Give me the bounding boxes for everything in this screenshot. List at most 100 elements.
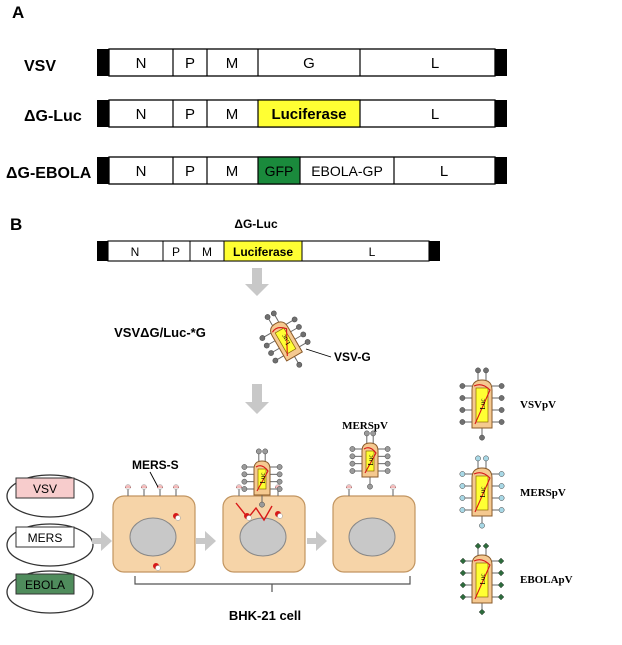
mers-s-spike xyxy=(157,484,163,496)
luc-glyph: Luc xyxy=(479,487,487,498)
spike xyxy=(479,428,485,441)
gene-p: P xyxy=(185,55,195,72)
spike xyxy=(459,395,472,401)
spike xyxy=(492,593,505,601)
row-dg-luc-name: ΔG-Luc xyxy=(24,108,82,125)
spike xyxy=(378,446,391,452)
plasmid-ring xyxy=(6,570,94,614)
spike xyxy=(294,331,307,340)
released-merspv: Luc xyxy=(349,430,391,490)
mers-s-spike xyxy=(173,484,179,496)
legend-ebolapv-virion: Luc xyxy=(459,542,505,616)
vsv-dg-luc-virion: Luc xyxy=(259,310,311,368)
plasmid-ring xyxy=(6,523,94,567)
spike xyxy=(474,542,482,555)
plasmid-insert xyxy=(15,573,75,595)
rna-strand xyxy=(473,559,491,600)
gene-n: N xyxy=(136,163,147,180)
plasmid-ebola: EBOLA xyxy=(6,570,94,614)
plasmid-label: VSV xyxy=(33,482,57,496)
gfp-segment xyxy=(257,156,301,185)
genome-dg-ebola: N P M GFP EBOLA-GP L xyxy=(97,156,507,185)
spike xyxy=(492,419,505,425)
spike xyxy=(478,603,486,616)
spike xyxy=(483,455,489,468)
spike xyxy=(264,314,273,326)
spike xyxy=(459,471,472,477)
nucleus xyxy=(129,517,177,557)
vsv-g-label: VSV-G xyxy=(334,350,371,364)
gene-m: M xyxy=(226,55,239,72)
legend-vsvpv-virion: Luc xyxy=(459,367,505,441)
spike xyxy=(290,324,302,333)
luc-genome-box xyxy=(475,562,489,598)
mers-s-spike xyxy=(141,484,147,496)
luc-genome-box xyxy=(257,468,267,490)
spike xyxy=(241,478,254,485)
mers-s-leader-line xyxy=(149,471,159,488)
gene-m: M xyxy=(226,163,239,180)
mers-s-spike xyxy=(346,484,352,496)
spike xyxy=(363,430,370,443)
spike xyxy=(475,455,481,468)
row-dg-ebola-name: ΔG-EBOLA xyxy=(6,165,92,182)
spike xyxy=(459,593,472,601)
vesicle xyxy=(173,513,181,521)
spike xyxy=(492,495,505,501)
spike xyxy=(370,430,377,443)
spike xyxy=(286,316,298,325)
gene-g: G xyxy=(303,55,315,72)
plasmid-label: EBOLA xyxy=(25,578,65,592)
mers-s-spike xyxy=(390,484,396,496)
genome-end-cap-left xyxy=(97,100,109,127)
spike xyxy=(482,542,490,555)
mers-s-label: MERS-S xyxy=(132,458,179,472)
spike xyxy=(255,448,262,461)
genome-end-cap-right xyxy=(429,241,440,261)
genome-dg-luc: N P M Luciferase L xyxy=(97,99,507,128)
spike-group xyxy=(459,455,505,529)
bhk-cell-1 xyxy=(112,484,196,573)
spike xyxy=(492,483,505,489)
gene-l: L xyxy=(440,163,448,180)
spike xyxy=(367,477,373,490)
plasmid-ring xyxy=(6,474,94,518)
spike xyxy=(299,339,311,348)
luc-glyph: Luc xyxy=(479,574,487,585)
spike xyxy=(270,310,280,322)
plasmid-insert xyxy=(15,477,75,499)
panel-b-label: B xyxy=(10,215,22,234)
rna-strand xyxy=(363,447,377,474)
construct-title: ΔG-Luc xyxy=(234,217,278,231)
spike xyxy=(475,367,481,380)
rna-strand xyxy=(473,472,491,513)
down-arrow-1 xyxy=(245,268,269,296)
spike xyxy=(378,468,391,474)
genome-end-cap-left xyxy=(97,49,109,76)
genome-end-cap-left xyxy=(97,157,109,184)
panel-a-label: A xyxy=(12,3,24,22)
luc-genome-box xyxy=(475,475,489,511)
legend-merspv-label: MERSpV xyxy=(520,487,566,499)
spike xyxy=(259,495,265,508)
gene-n: N xyxy=(136,106,147,123)
plasmid-vsv: VSV xyxy=(6,474,94,518)
vesicle xyxy=(244,513,252,521)
spike xyxy=(262,448,269,461)
spike xyxy=(459,569,472,577)
spike xyxy=(492,383,505,389)
spike xyxy=(270,478,283,485)
spike xyxy=(459,407,472,413)
legend-vsvpv-label: VSVpV xyxy=(520,399,556,411)
gene-m: M xyxy=(202,245,212,259)
plasmid-label: MERS xyxy=(28,531,63,545)
genome-end-cap-right xyxy=(495,49,507,76)
genome-end-cap-left xyxy=(97,241,108,261)
spike xyxy=(270,464,283,470)
spike xyxy=(459,419,472,425)
bhk-cell-2: Luc xyxy=(222,448,306,573)
gene-l: L xyxy=(431,106,439,123)
merspv-top-label: MERSpV xyxy=(342,420,388,432)
down-arrow-2 xyxy=(245,384,269,414)
legend-ebolapv-label: EBOLApV xyxy=(520,574,573,586)
